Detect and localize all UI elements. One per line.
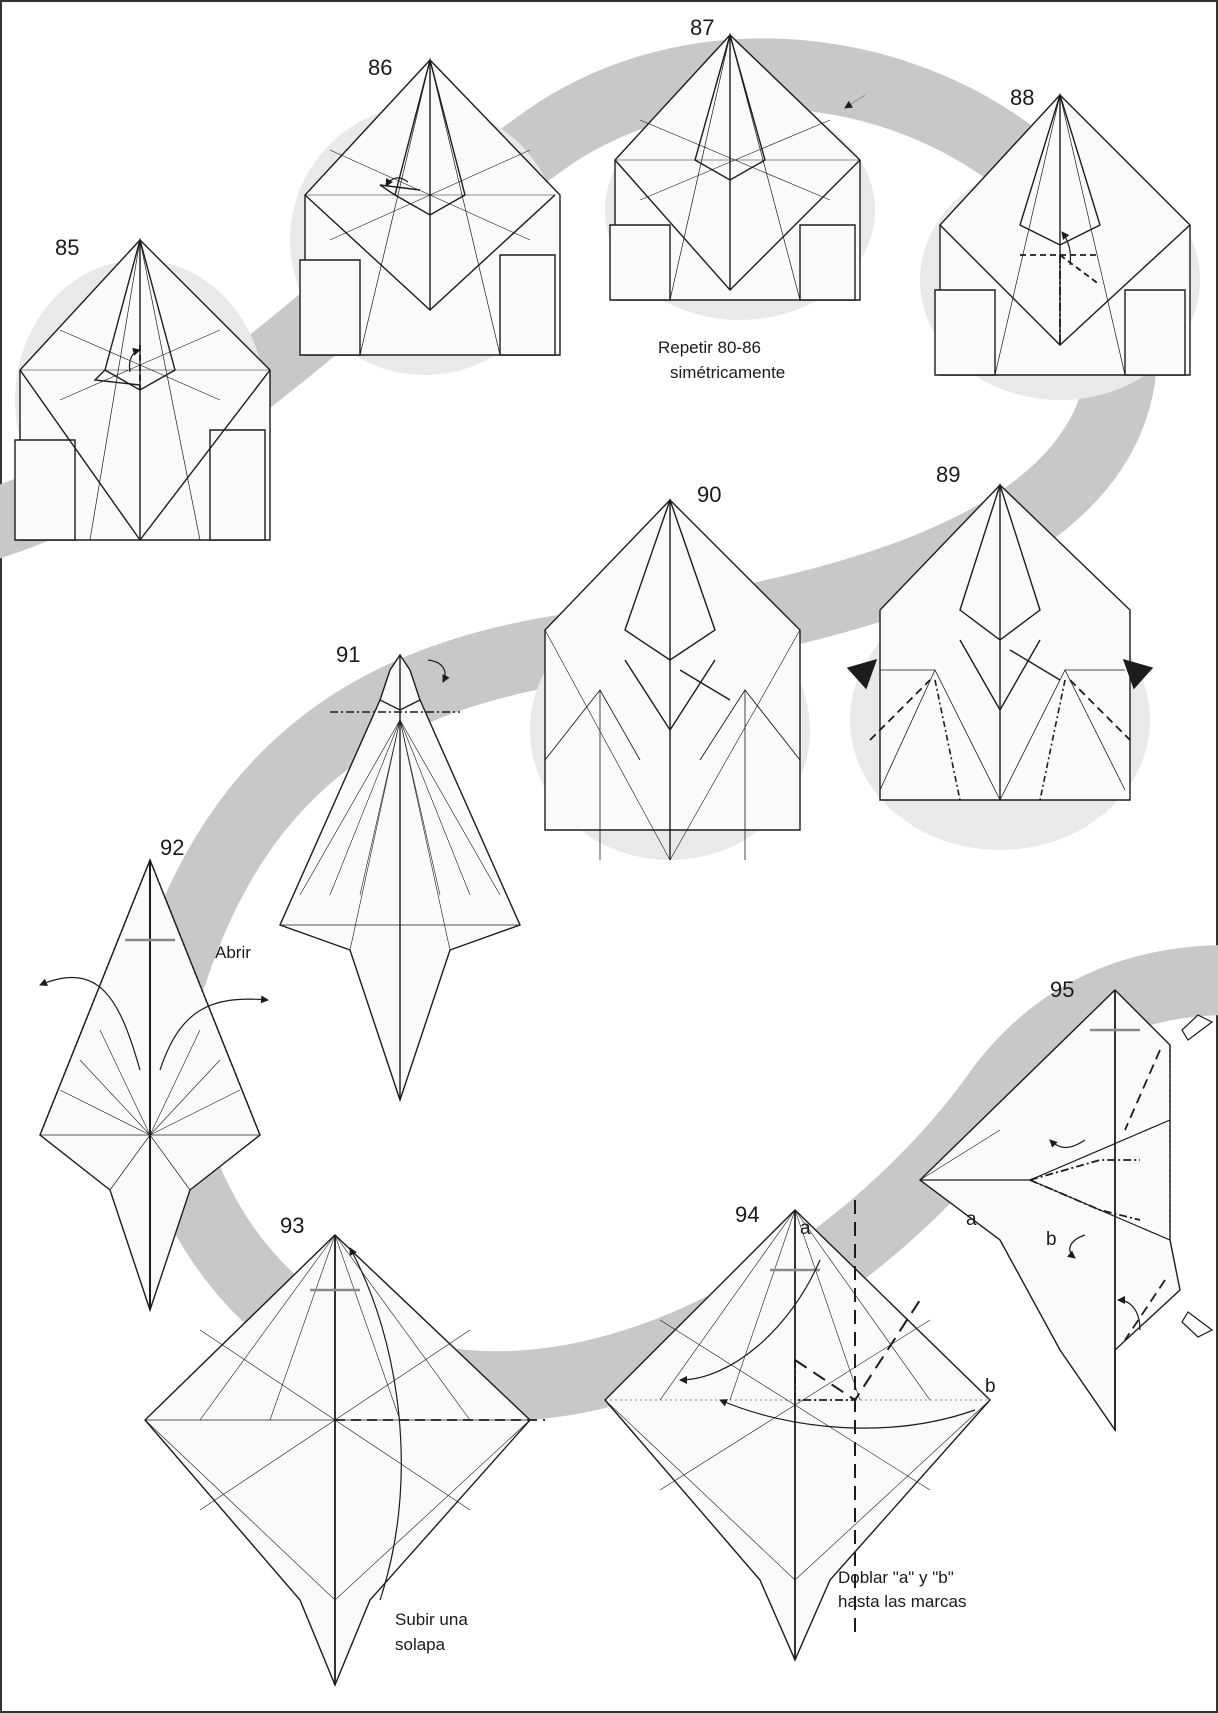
step-number-95: 95 [1050, 977, 1074, 1002]
step-87-caption-line2: simétricamente [670, 363, 785, 382]
step-87-caption-line1: Repetir 80-86 [658, 338, 761, 357]
step-90-figure [545, 500, 800, 860]
step-number-85: 85 [55, 235, 79, 260]
step-number-89: 89 [936, 462, 960, 487]
step-95-figure [920, 990, 1212, 1430]
step-number-86: 86 [368, 55, 392, 80]
step-95-point-b: b [1046, 1229, 1057, 1250]
step-94-caption-line1: Doblar "a" y "b" [838, 1568, 954, 1587]
step-number-88: 88 [1010, 85, 1034, 110]
step-94-point-b: b [985, 1376, 996, 1397]
step-94-caption-line2: hasta las marcas [838, 1592, 967, 1611]
step-93-figure [145, 1235, 545, 1685]
step-92-caption: Abrir [215, 943, 251, 962]
step-number-87: 87 [690, 15, 714, 40]
step-94-figure [605, 1200, 990, 1660]
step-85-figure [15, 240, 270, 540]
step-number-90: 90 [697, 482, 721, 507]
step-94-point-a: a [800, 1218, 811, 1239]
step-95-point-a: a [966, 1209, 977, 1230]
step-number-94: 94 [735, 1202, 759, 1227]
step-93-caption-line2: solapa [395, 1635, 446, 1654]
step-number-92: 92 [160, 835, 184, 860]
step-89-figure [848, 485, 1152, 800]
step-number-93: 93 [280, 1213, 304, 1238]
step-number-91: 91 [336, 642, 360, 667]
step-93-caption-line1: Subir una [395, 1610, 468, 1629]
step-86-figure [300, 60, 560, 355]
